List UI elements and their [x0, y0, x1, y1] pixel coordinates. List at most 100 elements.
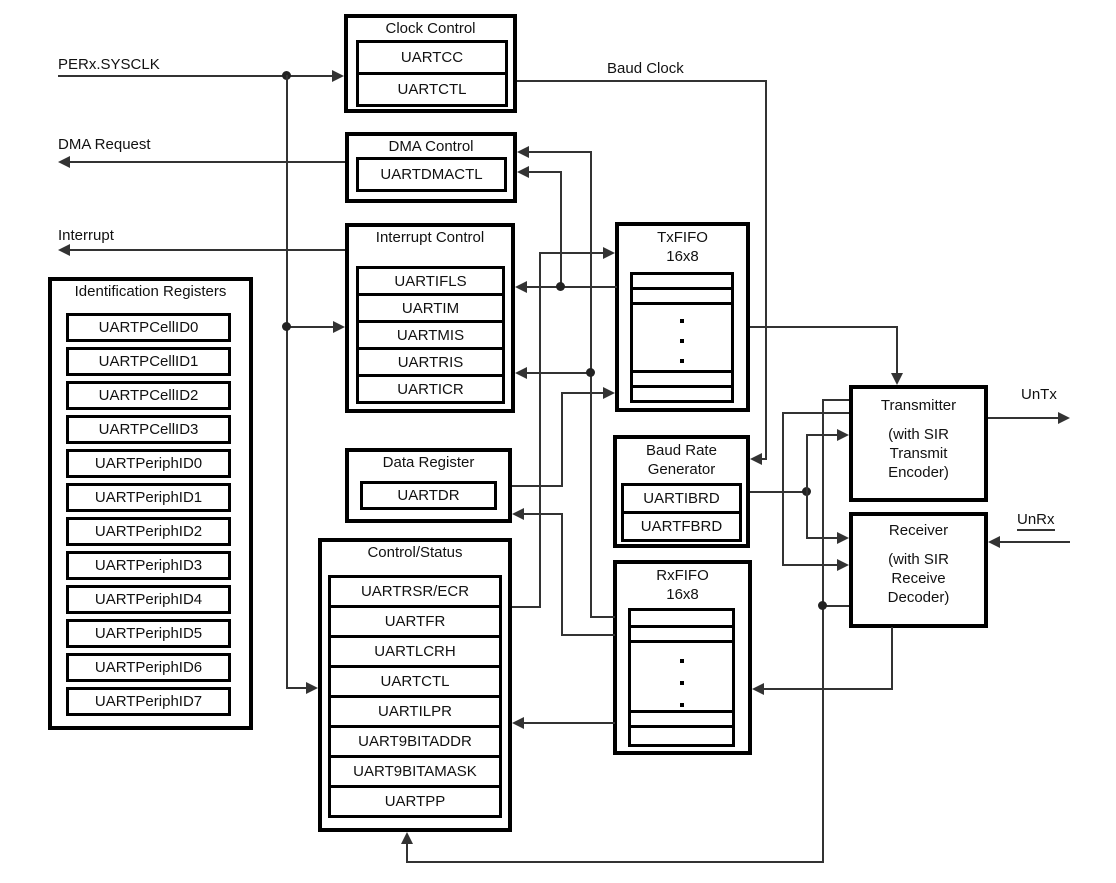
rx-fifo-graphic [628, 608, 735, 747]
arrowhead [837, 559, 849, 571]
junction-dot [556, 282, 565, 291]
wire-rxfifo-dr-v [561, 513, 563, 636]
register-uartdr: UARTDR [360, 481, 497, 510]
wire-cs-txfifo-v [539, 252, 541, 608]
arrowhead [988, 536, 1000, 548]
wire-tx-rx-h1 [782, 412, 849, 414]
arrowhead [515, 367, 527, 379]
wire-tx-rx-h2 [782, 564, 837, 566]
clock-control-block: Clock Control UARTCC UARTCTL [344, 14, 517, 113]
tx-fifo-graphic [630, 272, 734, 403]
arrowhead [1058, 412, 1070, 424]
tx-fifo-title: TxFIFO [657, 229, 708, 246]
register-uartris: UARTRIS [359, 347, 502, 374]
arrowhead [512, 717, 524, 729]
label-baud-clock: Baud Clock [607, 60, 684, 77]
arrowhead [750, 453, 762, 465]
wire-txlevel-v [560, 171, 562, 288]
junction-dot [282, 322, 291, 331]
wire-feedback-v [822, 399, 824, 863]
wire-txlevel-dma [529, 171, 562, 173]
register-uartpcellid3: UARTPCellID3 [66, 415, 231, 444]
rx-fifo-title: RxFIFO [656, 567, 709, 584]
wire-brg-transmitter [806, 434, 837, 436]
receiver-title: Receiver [888, 522, 949, 539]
identification-registers-block: Identification Registers UARTPCellID0 UA… [48, 277, 253, 730]
data-register-title: Data Register [382, 454, 475, 471]
wire-dr-txfifo-v [561, 392, 563, 487]
arrowhead [837, 429, 849, 441]
dma-control-title: DMA Control [388, 138, 474, 155]
arrowhead [603, 387, 615, 399]
data-register-block: Data Register UARTDR [345, 448, 512, 523]
wire-interrupt [70, 249, 345, 251]
register-uartperiphid0: UARTPeriphID0 [66, 449, 231, 478]
register-uartpp: UARTPP [331, 785, 499, 815]
wire-rxlevel-dma [529, 151, 591, 153]
register-uartpcellid1: UARTPCellID1 [66, 347, 231, 376]
arrowhead [58, 156, 70, 168]
register-uartperiphid7: UARTPeriphID7 [66, 687, 231, 716]
wire-rxfifo-dr-h2 [561, 634, 615, 636]
arrowhead [517, 166, 529, 178]
wire-cs-txfifo-top [540, 252, 603, 254]
wire-untx [988, 417, 1058, 419]
wire-txfifo-transmitter-v [896, 326, 898, 373]
identification-title: Identification Registers [74, 283, 227, 300]
wire-rxfifo-dr-h1 [524, 513, 562, 515]
arrowhead [401, 832, 413, 844]
wire-brg-receiver [806, 537, 837, 539]
wire-unrx [1000, 541, 1070, 543]
register-uartifls: UARTIFLS [394, 272, 467, 290]
wire-to-control-status [287, 687, 306, 689]
wire-receiver-rxfifo-v [891, 627, 893, 690]
wire-feedback-up [406, 844, 408, 863]
wire-rxfifo-tap [591, 616, 615, 618]
register-uartilpr: UARTILPR [331, 695, 499, 725]
label-dma-request: DMA Request [58, 136, 151, 153]
register-uartfbrd: UARTFBRD [624, 511, 739, 539]
label-sysclk: PERx.SYSCLK [58, 56, 160, 73]
wire-txfifo-transmitter-h [750, 326, 898, 328]
wire-feedback-bottom [406, 861, 824, 863]
control-status-block: Control/Status UARTRSR/ECR UARTFR UARTLC… [318, 538, 512, 832]
receiver-block: Receiver (with SIR Receive Decoder) [849, 512, 988, 628]
register-uartlcrh: UARTLCRH [331, 635, 499, 665]
register-uartperiphid3: UARTPeriphID3 [66, 551, 231, 580]
label-untx: UnTx [1021, 386, 1057, 403]
tx-fifo-block: TxFIFO 16x8 [615, 222, 750, 412]
control-status-title: Control/Status [367, 544, 463, 561]
interrupt-control-title: Interrupt Control [375, 229, 485, 246]
wire-rxfifo-cs [524, 722, 615, 724]
register-uartfr: UARTFR [331, 605, 499, 635]
label-interrupt: Interrupt [58, 227, 114, 244]
arrowhead [517, 146, 529, 158]
arrowhead [891, 373, 903, 385]
register-uartperiphid2: UARTPeriphID2 [66, 517, 231, 546]
wire-to-interrupt-control [287, 326, 333, 328]
dma-control-block: DMA Control UARTDMACTL [345, 132, 517, 203]
rx-fifo-block: RxFIFO 16x8 [613, 560, 752, 755]
wire-sysclk-branch [286, 75, 288, 689]
arrowhead [603, 247, 615, 259]
arrowhead [515, 281, 527, 293]
wire-txlevel-interrupt [527, 286, 617, 288]
register-uart9bitaddr: UART9BITADDR [331, 725, 499, 755]
register-uartrsr-ecr: UARTRSR/ECR [360, 583, 470, 600]
clock-control-title: Clock Control [385, 20, 476, 37]
wire-receiver-rxfifo-h [764, 688, 893, 690]
arrowhead [332, 70, 344, 82]
receiver-subtitle: (with SIR Receive Decoder) [887, 551, 950, 606]
register-uartdmactl: UARTDMACTL [356, 157, 507, 192]
arrowhead [512, 508, 524, 520]
register-uartperiphid4: UARTPeriphID4 [66, 585, 231, 614]
junction-dot [818, 601, 827, 610]
wire-baud-clock-v [765, 80, 767, 459]
arrowhead [306, 682, 318, 694]
register-uartmis: UARTMIS [359, 320, 502, 347]
junction-dot [586, 368, 595, 377]
wire-sysclk [58, 75, 332, 77]
wire-baud-clock-in [762, 458, 767, 460]
wire-rxlevel-v [590, 151, 592, 618]
register-uartperiphid6: UARTPeriphID6 [66, 653, 231, 682]
